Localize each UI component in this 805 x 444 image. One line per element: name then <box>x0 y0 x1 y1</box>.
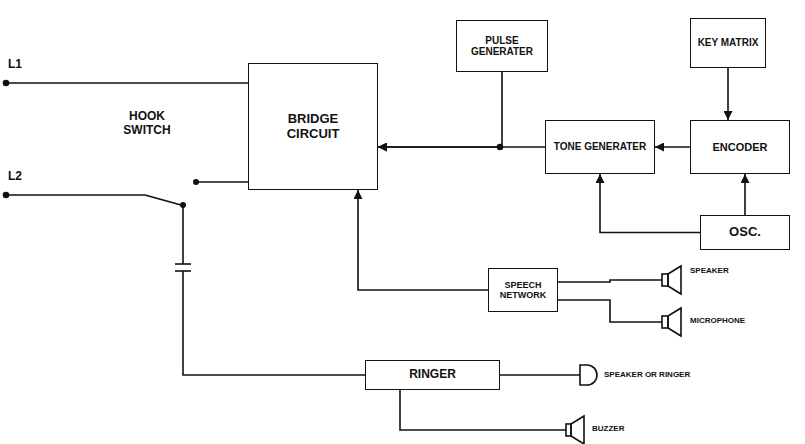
signal-arrow <box>655 146 690 148</box>
line-terminal-label: L1 <box>8 58 38 72</box>
generator-box: TONE GENERATER <box>545 120 655 174</box>
box-label: RINGER <box>409 368 456 382</box>
hook-switch-blade <box>145 195 181 205</box>
matrix-box: KEY MATRIX <box>690 18 766 68</box>
signal-arrow <box>378 72 502 147</box>
speaker-label: SPEAKER <box>690 266 770 275</box>
oscillator-box: OSC. <box>700 215 790 250</box>
box-label: KEY MATRIX <box>698 37 759 49</box>
microphone-symbol <box>668 308 681 336</box>
box-label: PULSE GENERATER <box>460 35 544 58</box>
line-wire <box>6 82 248 84</box>
box-label: ENCODER <box>712 141 767 154</box>
ringer-wire <box>182 205 184 264</box>
microphone-symbol <box>662 316 668 328</box>
speaker-symbol <box>668 266 681 294</box>
speech-network-box: SPEECH NETWORK <box>488 268 558 312</box>
line-terminal-label: L2 <box>8 170 38 184</box>
ringer-symbol <box>580 365 597 385</box>
speaker-wire <box>555 280 662 282</box>
box-label: BRIDGE CIRCUIT <box>268 112 358 142</box>
ringer-box: RINGER <box>365 360 500 390</box>
microphone-wire <box>555 300 662 322</box>
signal-arrow <box>600 174 700 233</box>
box-label: SPEECH NETWORK <box>492 280 554 301</box>
ringer-wire <box>183 271 365 375</box>
ringer-label: SPEAKER OR RINGER <box>604 370 744 379</box>
buzzer-symbol <box>571 416 584 444</box>
encoder-box: ENCODER <box>690 120 790 174</box>
box-label: TONE GENERATER <box>554 141 646 153</box>
switch-label: HOOK SWITCH <box>112 110 182 138</box>
speaker-symbol <box>662 274 668 286</box>
buzzer-label: BUZZER <box>592 424 662 433</box>
generator-box: PULSE GENERATER <box>456 20 548 72</box>
microphone-label: MICROPHONE <box>690 316 780 325</box>
capacitor-symbol <box>175 263 191 265</box>
line-wire <box>196 181 248 183</box>
signal-arrow <box>727 68 729 120</box>
signal-arrow <box>358 190 488 290</box>
buzzer-wire <box>400 390 566 430</box>
ringer-wire <box>500 374 580 376</box>
line-wire <box>6 194 145 196</box>
signal-arrow <box>744 174 746 215</box>
box-label: OSC. <box>729 225 761 240</box>
bridge-box: BRIDGE CIRCUIT <box>248 63 378 190</box>
